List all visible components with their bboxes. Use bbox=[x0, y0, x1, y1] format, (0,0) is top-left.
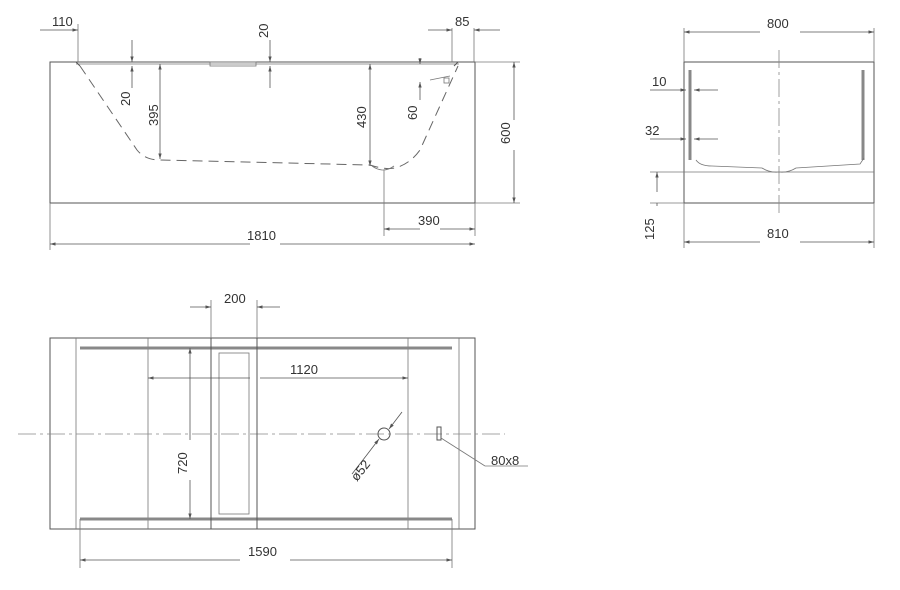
dim-drain-offset: 390 bbox=[418, 213, 440, 228]
dim-bottom-width: 810 bbox=[767, 226, 789, 241]
dim-total-height: 600 bbox=[498, 122, 513, 144]
dim-overflow-height: 60 bbox=[405, 106, 420, 120]
dim-top-depth: 20 bbox=[256, 24, 271, 38]
dim-depth-drain: 430 bbox=[354, 106, 369, 128]
side-view-body bbox=[49, 61, 476, 204]
dim-inner-span: 1120 bbox=[290, 362, 318, 377]
dim-drain-diameter: ø52 bbox=[348, 457, 374, 484]
overflow-slot bbox=[436, 426, 442, 441]
dim-base-height: 125 bbox=[642, 218, 657, 240]
dim-wall-32: 32 bbox=[645, 123, 659, 138]
tray-plan bbox=[210, 337, 258, 530]
dim-depth-left: 395 bbox=[146, 104, 161, 126]
dim-top-width: 800 bbox=[767, 16, 789, 31]
plan-view: 200 1120 720 ø52 80x8 1590 bbox=[18, 291, 528, 568]
end-view: 800 10 32 125 810 bbox=[642, 16, 875, 248]
dim-tray-width: 200 bbox=[224, 291, 246, 306]
dim-rail-length: 1590 bbox=[248, 544, 277, 559]
dim-overflow-size: 80x8 bbox=[491, 453, 519, 468]
dim-rim-left: 110 bbox=[52, 14, 73, 29]
interior-profile bbox=[79, 65, 459, 170]
dim-inner-width: 720 bbox=[175, 452, 190, 474]
dim-rim-right: 85 bbox=[455, 14, 469, 29]
plan-view-body bbox=[49, 337, 476, 530]
dim-inner-step: 20 bbox=[118, 92, 133, 106]
drain-hole bbox=[377, 427, 391, 441]
dim-wall-10: 10 bbox=[652, 74, 666, 89]
dim-total-length: 1810 bbox=[247, 228, 276, 243]
tray-side bbox=[209, 61, 257, 67]
side-view: 110 20 85 20 395 430 60 600 bbox=[40, 14, 520, 250]
